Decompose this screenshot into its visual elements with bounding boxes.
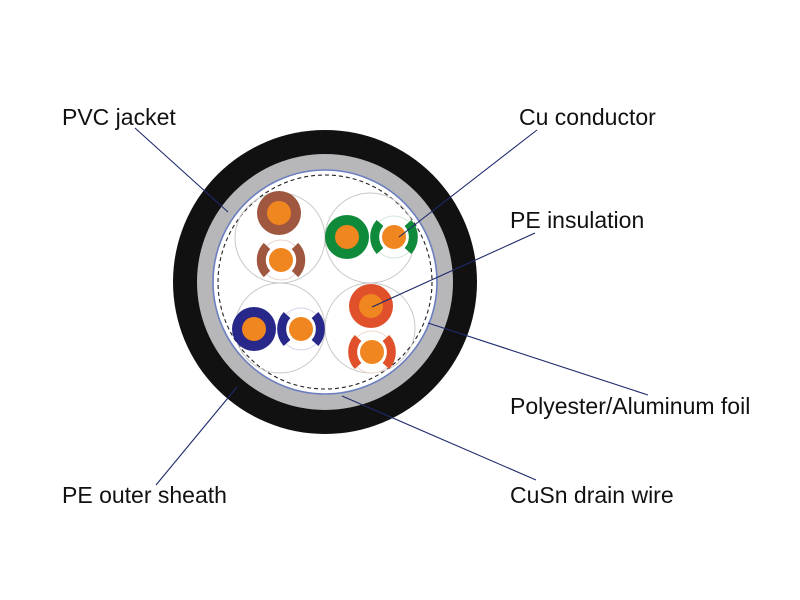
conductor-orange-striped: [360, 340, 384, 364]
leader-pvc-jacket: [134, 127, 229, 213]
pair-brown: [256, 191, 306, 281]
stripe-brown-left: [256, 242, 271, 278]
label-pvc-jacket: PVC jacket: [62, 104, 176, 130]
label-pe-insulation: PE insulation: [510, 207, 644, 233]
conductor-brown-solid: [267, 201, 291, 225]
label-cu-conductor: Cu conductor: [519, 104, 656, 130]
conductor-green-striped: [382, 225, 406, 249]
conductor-brown-striped: [269, 248, 293, 272]
stripe-brown-right: [291, 242, 306, 278]
stripe-orange-right: [382, 335, 396, 369]
label-cusn-drain-wire: CuSn drain wire: [510, 482, 674, 508]
conductor-blue-striped: [289, 317, 313, 341]
stripe-orange-left: [348, 335, 362, 369]
stripe-green-right: [404, 220, 418, 254]
aluminum-foil-ring: [212, 169, 438, 395]
stripe-blue-right: [311, 312, 325, 346]
conductor-orange-solid: [359, 294, 383, 318]
conductor-green-solid: [335, 225, 359, 249]
pair-green: [325, 215, 418, 259]
leader-foil: [427, 322, 649, 396]
stripe-green-left: [370, 220, 384, 254]
label-pe-outer-sheath: PE outer sheath: [62, 482, 227, 508]
conductor-blue-solid: [242, 317, 266, 341]
leader-drain-wire: [341, 395, 537, 481]
cable-core: [213, 170, 437, 394]
leader-pe-insulation: [371, 232, 536, 308]
stripe-blue-left: [277, 312, 291, 346]
leader-pe-outer-sheath: [155, 386, 238, 486]
pair-orange: [348, 284, 396, 374]
pair-blue: [232, 307, 325, 351]
label-polyester-aluminum-foil: Polyester/Aluminum foil: [510, 393, 750, 419]
drain-wire-ring: [217, 174, 433, 390]
leader-cu-conductor: [398, 129, 538, 238]
